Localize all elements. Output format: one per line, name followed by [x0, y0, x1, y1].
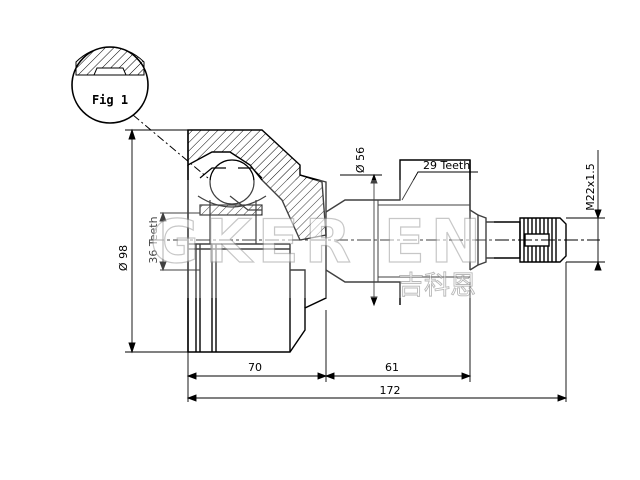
watermark-chinese: 吉科恩	[398, 271, 476, 301]
dim-outer-teeth-label: 29 Teeth	[423, 159, 470, 172]
dim-outer-teeth	[401, 171, 478, 201]
dim-inner-teeth-label: 36 Teeth	[147, 216, 160, 263]
dim-thread-label: M22x1.5	[584, 163, 597, 211]
outer-housing	[187, 129, 327, 353]
dim-shaft-diameter	[340, 173, 382, 307]
inner-race-ball	[197, 159, 267, 244]
dim-body-length-label: 70	[248, 361, 262, 374]
dim-body-shaft-lengths	[186, 282, 472, 402]
watermark-latin: GKER EN	[150, 207, 487, 277]
dim-total-length-label: 172	[380, 384, 401, 397]
dim-shaft-length-label: 61	[385, 361, 399, 374]
fig-leader-line	[132, 114, 209, 179]
fig-label: Fig 1	[92, 93, 128, 107]
dim-outer-diameter-label: Ø 98	[117, 245, 130, 271]
dim-shaft-diameter-label: Ø 56	[354, 147, 367, 173]
dim-total-length	[186, 262, 568, 402]
dim-outer-diameter	[125, 128, 188, 354]
fig-detail-circle: Fig 1	[71, 46, 149, 124]
dim-inner-teeth	[159, 211, 200, 272]
dim-thread	[566, 150, 605, 271]
watermark: GKER EN 吉科恩	[148, 180, 494, 301]
